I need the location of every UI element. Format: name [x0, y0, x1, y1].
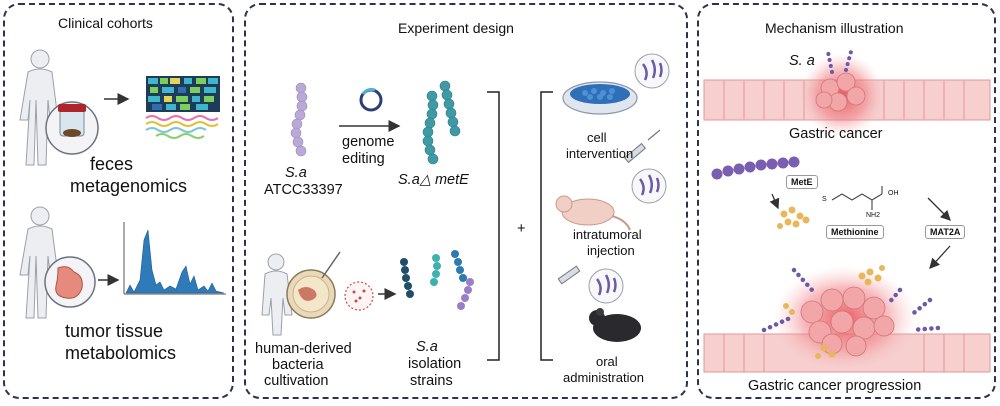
metabolomics-label: metabolomics	[65, 343, 177, 363]
experiment-design-panel	[244, 3, 688, 399]
mechanism-illustration-panel	[697, 3, 996, 399]
metabolomics-spectrum-chart-icon	[123, 222, 226, 295]
clinical-cohorts-panel	[3, 3, 234, 399]
clinical-cohorts-title: Clinical cohorts	[58, 15, 153, 31]
mete-bacteria-chain-icon	[711, 156, 800, 180]
stomach-tissue-icon	[44, 256, 96, 308]
isolation-sa-label: S.a	[416, 339, 438, 355]
mete-label: MetE	[786, 175, 818, 189]
isolated-colony-icon	[344, 281, 374, 311]
gastric-cancer-label: Gastric cancer	[789, 126, 883, 142]
metagenomics-heatmap-icon	[145, 76, 220, 139]
administration-label: administration	[563, 370, 644, 385]
human-silhouette-icon	[19, 206, 59, 319]
syringe-icon	[557, 265, 581, 285]
chem-oh-label: OH	[888, 190, 899, 197]
bacteria-inset-icon	[634, 53, 670, 89]
human-derived-label: human-derived	[255, 341, 352, 357]
mechanism-title: Mechanism illustration	[765, 20, 904, 36]
sa-wildtype-bacteria-icon	[290, 82, 308, 157]
feces-label: feces	[90, 154, 134, 174]
human-silhouette-icon	[19, 49, 59, 166]
sa-label: S.a	[285, 165, 307, 181]
experiment-design-title: Experiment design	[398, 20, 514, 36]
human-silhouette-icon	[261, 253, 293, 336]
syringe-icon	[623, 129, 661, 164]
bacteria-inset-icon	[631, 168, 667, 204]
mat2a-label: MAT2A	[925, 225, 966, 239]
sa-bacteria-icon	[761, 267, 941, 333]
metagenomics-label: metagenomics	[70, 176, 188, 196]
strains-label: strains	[410, 373, 453, 389]
bacteria-label: bacteria	[272, 357, 324, 373]
plus-sign: +	[517, 221, 526, 237]
chem-s-label: S	[822, 196, 827, 203]
gastric-cancer-progression-label: Gastric cancer progression	[748, 378, 922, 394]
intratumoral-label: intratumoral	[573, 227, 642, 242]
mutant-label: S.a△ metE	[398, 172, 469, 188]
genome-editing-label-2: editing	[342, 151, 385, 167]
right-bracket	[540, 91, 553, 361]
methionine-particles-icon	[777, 206, 810, 229]
sa-label-mechanism: S. a	[789, 53, 815, 69]
cell-culture-dish-icon	[562, 81, 638, 115]
small-tumor-icon	[800, 53, 884, 137]
cultivation-label: cultivation	[264, 373, 329, 389]
sa-isolation-strains-icon	[400, 250, 474, 310]
oral-label: oral	[596, 354, 618, 369]
bacteria-inset-icon	[588, 268, 624, 304]
sa-mete-mutant-bacteria-icon	[422, 80, 461, 165]
methionine-structure-icon	[831, 186, 883, 210]
bacteria-culture-dish-icon	[286, 251, 341, 319]
injection-label: injection	[587, 243, 635, 258]
black-mouse-icon	[589, 308, 641, 342]
sa-bacteria-icon	[826, 46, 854, 74]
plasmid-icon	[359, 87, 383, 112]
cell-label: cell	[587, 130, 607, 145]
left-bracket	[487, 91, 500, 361]
nude-rat-icon	[555, 195, 631, 231]
intervention-label: intervention	[566, 146, 634, 161]
isolation-label: isolation	[408, 356, 462, 372]
feces-sample-icon	[45, 101, 99, 155]
large-tumor-icon	[773, 266, 917, 370]
chem-nh2-label: NH2	[866, 212, 881, 219]
genome-editing-label-1: genome	[342, 134, 395, 150]
sa-strain-label: ATCC33397	[264, 182, 343, 198]
methionine-label: Methionine	[826, 225, 884, 239]
methionine-particles-icon	[783, 265, 885, 359]
tumor-tissue-label: tumor tissue	[65, 321, 164, 341]
